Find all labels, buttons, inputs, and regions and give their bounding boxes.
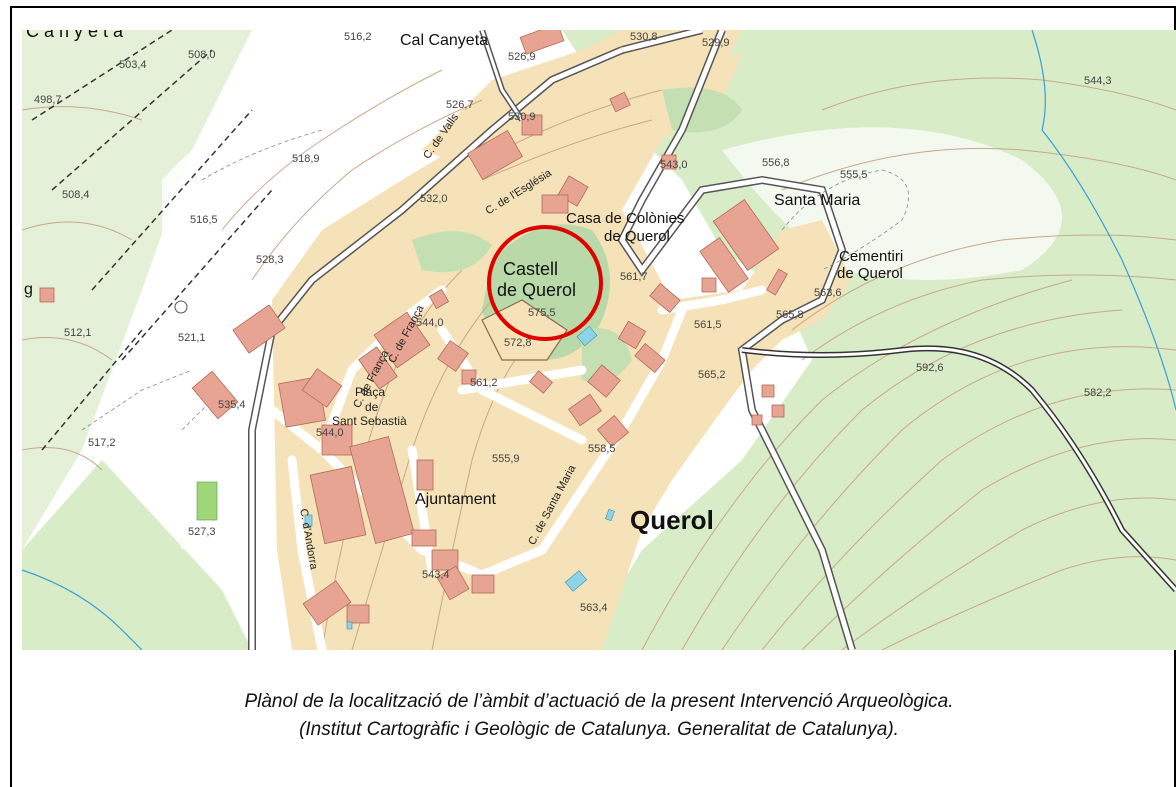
- label-cementiri-1: Cementiri: [839, 248, 904, 265]
- elevation-label: 508,0: [188, 49, 216, 61]
- elevation-label: 592,6: [916, 362, 944, 374]
- buildings: [39, 30, 788, 626]
- slope-lines: [31, 30, 273, 451]
- elevation-label: 508,4: [62, 189, 90, 201]
- elevation-label: 544,0: [416, 317, 444, 329]
- elevation-label: 582,2: [1084, 387, 1112, 399]
- label-castell-1: Castell: [503, 259, 559, 279]
- label-casa-colonies-2: de Querol: [604, 228, 670, 245]
- pools: [304, 325, 615, 630]
- elevation-label: 518,9: [292, 153, 320, 165]
- elevation-label: 543,4: [422, 569, 450, 581]
- label-g: g: [24, 281, 33, 298]
- caption-line-1: Plànol de la localització de l’àmbit d’a…: [244, 691, 954, 712]
- paths: [81, 129, 910, 431]
- elevation-label: 512,1: [64, 327, 92, 339]
- elevation-label: 544,0: [316, 427, 344, 439]
- main-road: [248, 30, 1176, 650]
- elevation-label: 526,9: [508, 51, 536, 63]
- elevation-label: 565,8: [776, 309, 804, 321]
- elevation-label: 503,4: [119, 59, 147, 71]
- label-querol-town: Querol: [630, 505, 714, 535]
- elevation-label: 575,5: [528, 307, 556, 319]
- elevation-label: 530,8: [630, 31, 658, 43]
- round-feature: [174, 300, 188, 314]
- contour-lines: [22, 69, 1176, 650]
- elevation-label: 561,2: [470, 377, 498, 389]
- label-placa-2: de: [365, 400, 379, 414]
- elevation-label: 532,0: [420, 193, 448, 205]
- elevation-label: 556,8: [762, 157, 790, 169]
- elevation-label: 517,2: [88, 437, 116, 449]
- elevation-label: 558,5: [588, 443, 616, 455]
- forest-area-west: [22, 30, 252, 550]
- label-cal-canyeta: Cal Canyeta: [400, 32, 489, 49]
- figure-caption: Plànol de la localització de l’àmbit d’a…: [22, 688, 1176, 743]
- elevation-label: 561,7: [620, 271, 648, 283]
- elevation-label: 563,4: [580, 602, 608, 614]
- elevation-label: 527,3: [188, 526, 216, 538]
- streams: [22, 30, 1176, 650]
- elevation-label: 572,8: [504, 337, 532, 349]
- map-base: [22, 30, 1176, 650]
- elevation-label: 526,7: [446, 99, 474, 111]
- elevation-label: 530,9: [508, 111, 536, 123]
- label-cementiri-2: de Querol: [837, 265, 903, 282]
- elevation-label: 535,4: [218, 399, 246, 411]
- castle-highlight-circle: [487, 225, 603, 341]
- label-placa-3: Sant Sebastià: [332, 414, 407, 428]
- caption-line-2: (Institut Cartogràfic i Geològic de Cata…: [299, 718, 899, 740]
- green-patch-3: [582, 328, 632, 383]
- elevation-label: 555,5: [840, 169, 868, 181]
- elevation-label: 544,3: [1084, 75, 1112, 87]
- label-canyeta: Canyeta: [26, 30, 129, 41]
- label-placa-1: Plaça: [355, 385, 386, 399]
- elevation-label: 561,5: [694, 319, 722, 331]
- label-ajuntament: Ajuntament: [415, 491, 496, 508]
- elevation-label: 529,9: [702, 37, 730, 49]
- topographic-map[interactable]: Canyeta Cal Canyeta Casa de Colònies de …: [22, 30, 1176, 650]
- elevation-label: 498,7: [34, 94, 62, 106]
- elevation-label: 516,2: [344, 31, 372, 43]
- elevation-label: 543,0: [660, 159, 688, 171]
- label-castell-2: de Querol: [497, 280, 577, 300]
- elevation-label: 528,3: [256, 254, 284, 266]
- label-casa-colonies-1: Casa de Colònies: [566, 210, 685, 227]
- elevation-label: 516,5: [190, 214, 218, 226]
- elevation-label: 521,1: [178, 332, 206, 344]
- label-santa-maria: Santa Maria: [774, 192, 861, 209]
- forest-area-southwest: [22, 460, 252, 650]
- elevation-label: 555,9: [492, 453, 520, 465]
- green-patch-1: [412, 231, 492, 273]
- elevation-label: 565,2: [698, 369, 726, 381]
- castle-building: [481, 299, 568, 361]
- sport-field: [196, 481, 218, 521]
- elevation-label: 563,6: [814, 287, 842, 299]
